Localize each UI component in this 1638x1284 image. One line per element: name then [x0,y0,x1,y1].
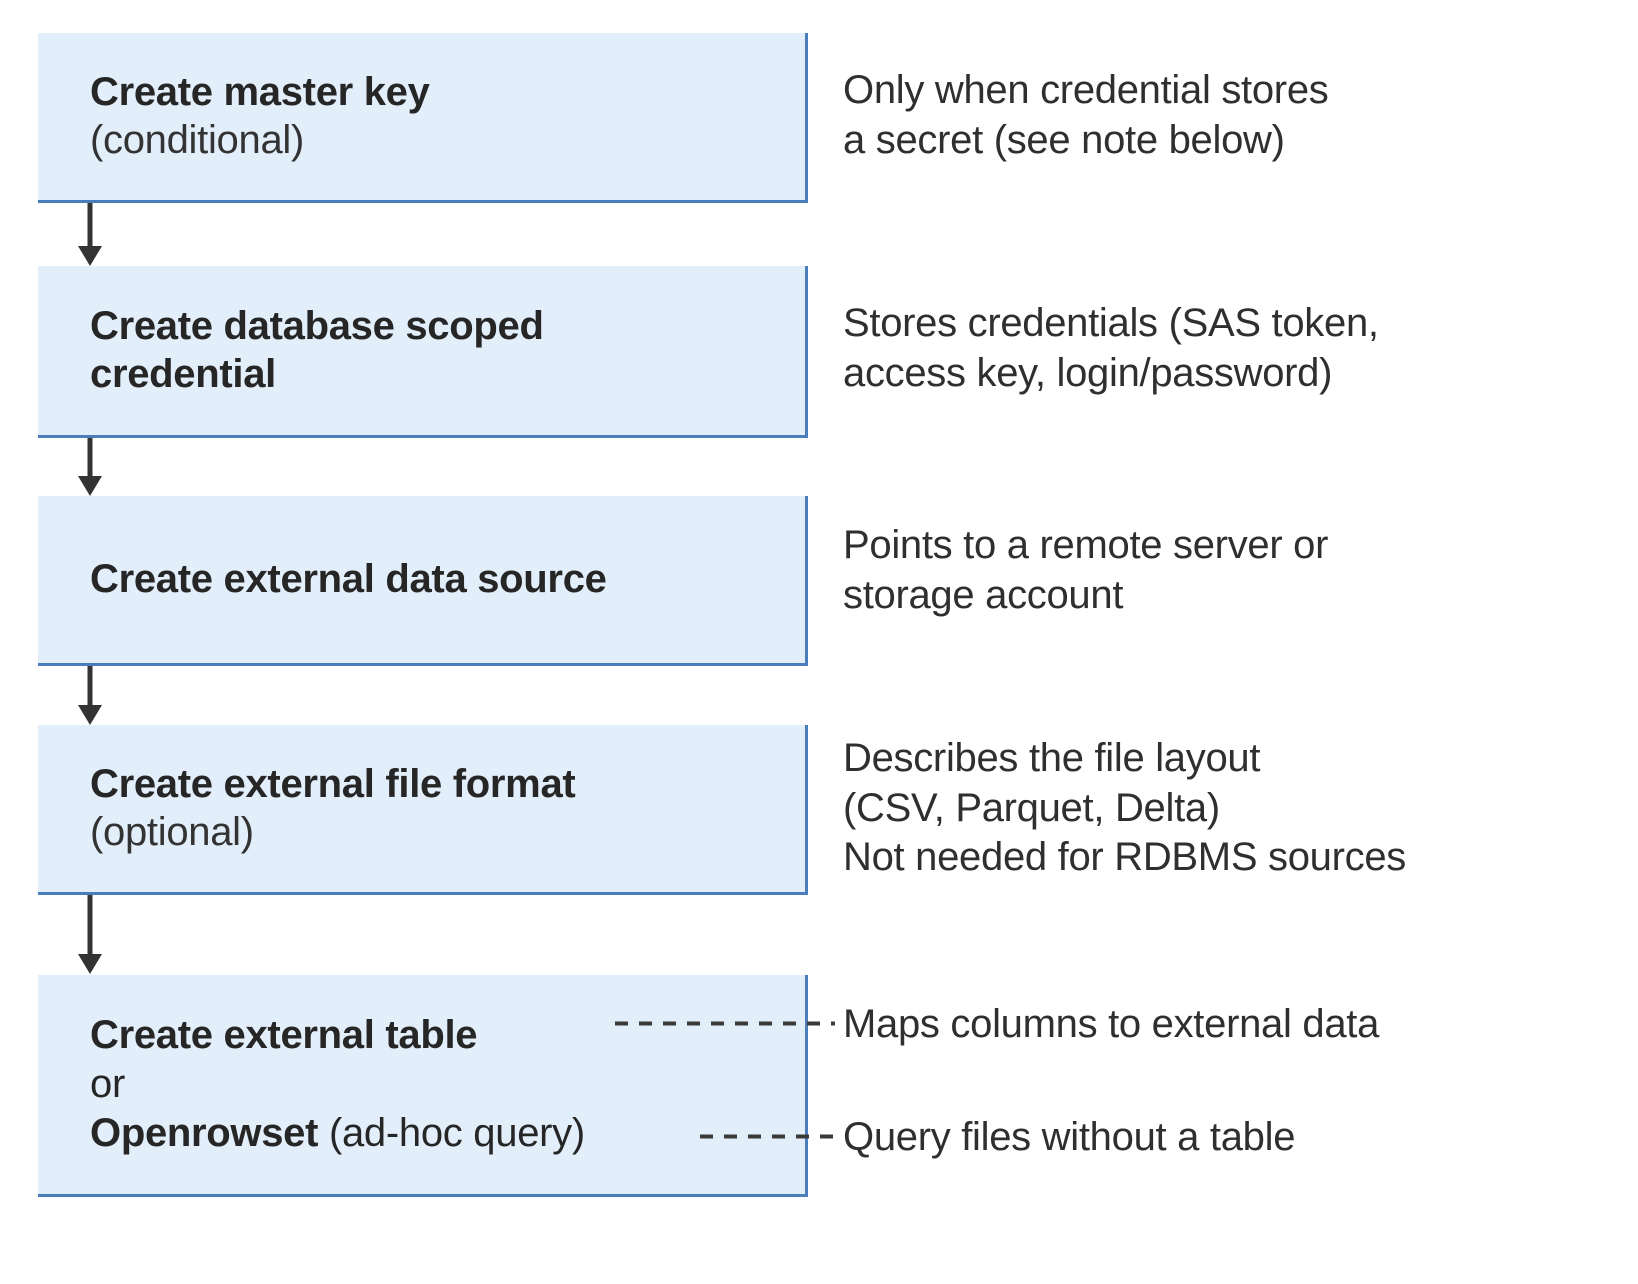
arrow-down-icon [78,438,102,496]
annotation-line: Stores credentials (SAS token, [843,301,1379,345]
arrow-down-icon [78,666,102,725]
annotation-create-database-scoped-credential: Stores credentials (SAS token, access ke… [843,299,1379,398]
step-box-create-external-file-format[interactable]: Create external file format (optional) [38,725,808,895]
connector-arrow-2 [74,438,106,496]
annotation-create-master-key: Only when credential stores a secret (se… [843,66,1329,165]
annotation-line: Points to a remote server or [843,523,1329,567]
annotation-line: storage account [843,572,1124,617]
leader-line-create-external-table [615,1021,835,1026]
connector-arrow-4 [74,895,106,975]
step-box-create-external-data-source[interactable]: Create external data source [38,496,808,666]
step-subtitle-create-master-key: (conditional) [90,117,304,162]
step-box-create-external-table-or-openrowset[interactable]: Create external table or Openrowset (ad-… [38,975,808,1197]
annotation-openrowset: Query files without a table [843,1115,1296,1159]
annotation-create-external-table: Maps columns to external data [843,1002,1380,1046]
step-title-openrowset: Openrowset [90,1110,319,1155]
dashed-line-icon [700,1134,835,1139]
step-title-create-external-file-format: Create external file format [90,762,576,807]
step-line-create-external-table: Create external table [90,1011,791,1060]
step-box-create-master-key[interactable]: Create master key (conditional) [38,33,808,203]
step-title-create-database-scoped-credential-line2: credential [90,351,276,396]
annotation-line: Not needed for RDBMS sources [843,835,1406,880]
leader-line-openrowset [700,1134,835,1139]
step-line-or: or [90,1060,791,1109]
step-title-create-external-table: Create external table [90,1013,478,1058]
arrow-down-icon [78,203,102,266]
step-title-create-database-scoped-credential-line1: Create database scoped [90,304,544,349]
step-line-openrowset: Openrowset (ad-hoc query) [90,1109,791,1158]
connector-arrow-1 [74,203,106,266]
connector-arrow-3 [74,666,106,725]
annotation-create-external-file-format: Describes the file layout (CSV, Parquet,… [843,734,1406,883]
annotation-line: (CSV, Parquet, Delta) [843,785,1220,830]
dashed-line-icon [615,1021,835,1026]
annotation-line: access key, login/password) [843,350,1333,395]
annotation-line: Describes the file layout [843,736,1261,780]
step-or-label: or [90,1062,125,1107]
step-openrowset-qualifier: (ad-hoc query) [318,1110,585,1155]
annotation-create-external-data-source: Points to a remote server or storage acc… [843,521,1328,620]
step-subtitle-create-external-file-format: (optional) [90,809,254,854]
step-title-create-master-key: Create master key [90,70,430,115]
step-box-create-database-scoped-credential[interactable]: Create database scoped credential [38,266,808,438]
annotation-line: Only when credential stores [843,68,1329,112]
arrow-down-icon [78,895,102,974]
step-title-create-external-data-source: Create external data source [90,556,607,601]
annotation-line: a secret (see note below) [843,117,1285,162]
